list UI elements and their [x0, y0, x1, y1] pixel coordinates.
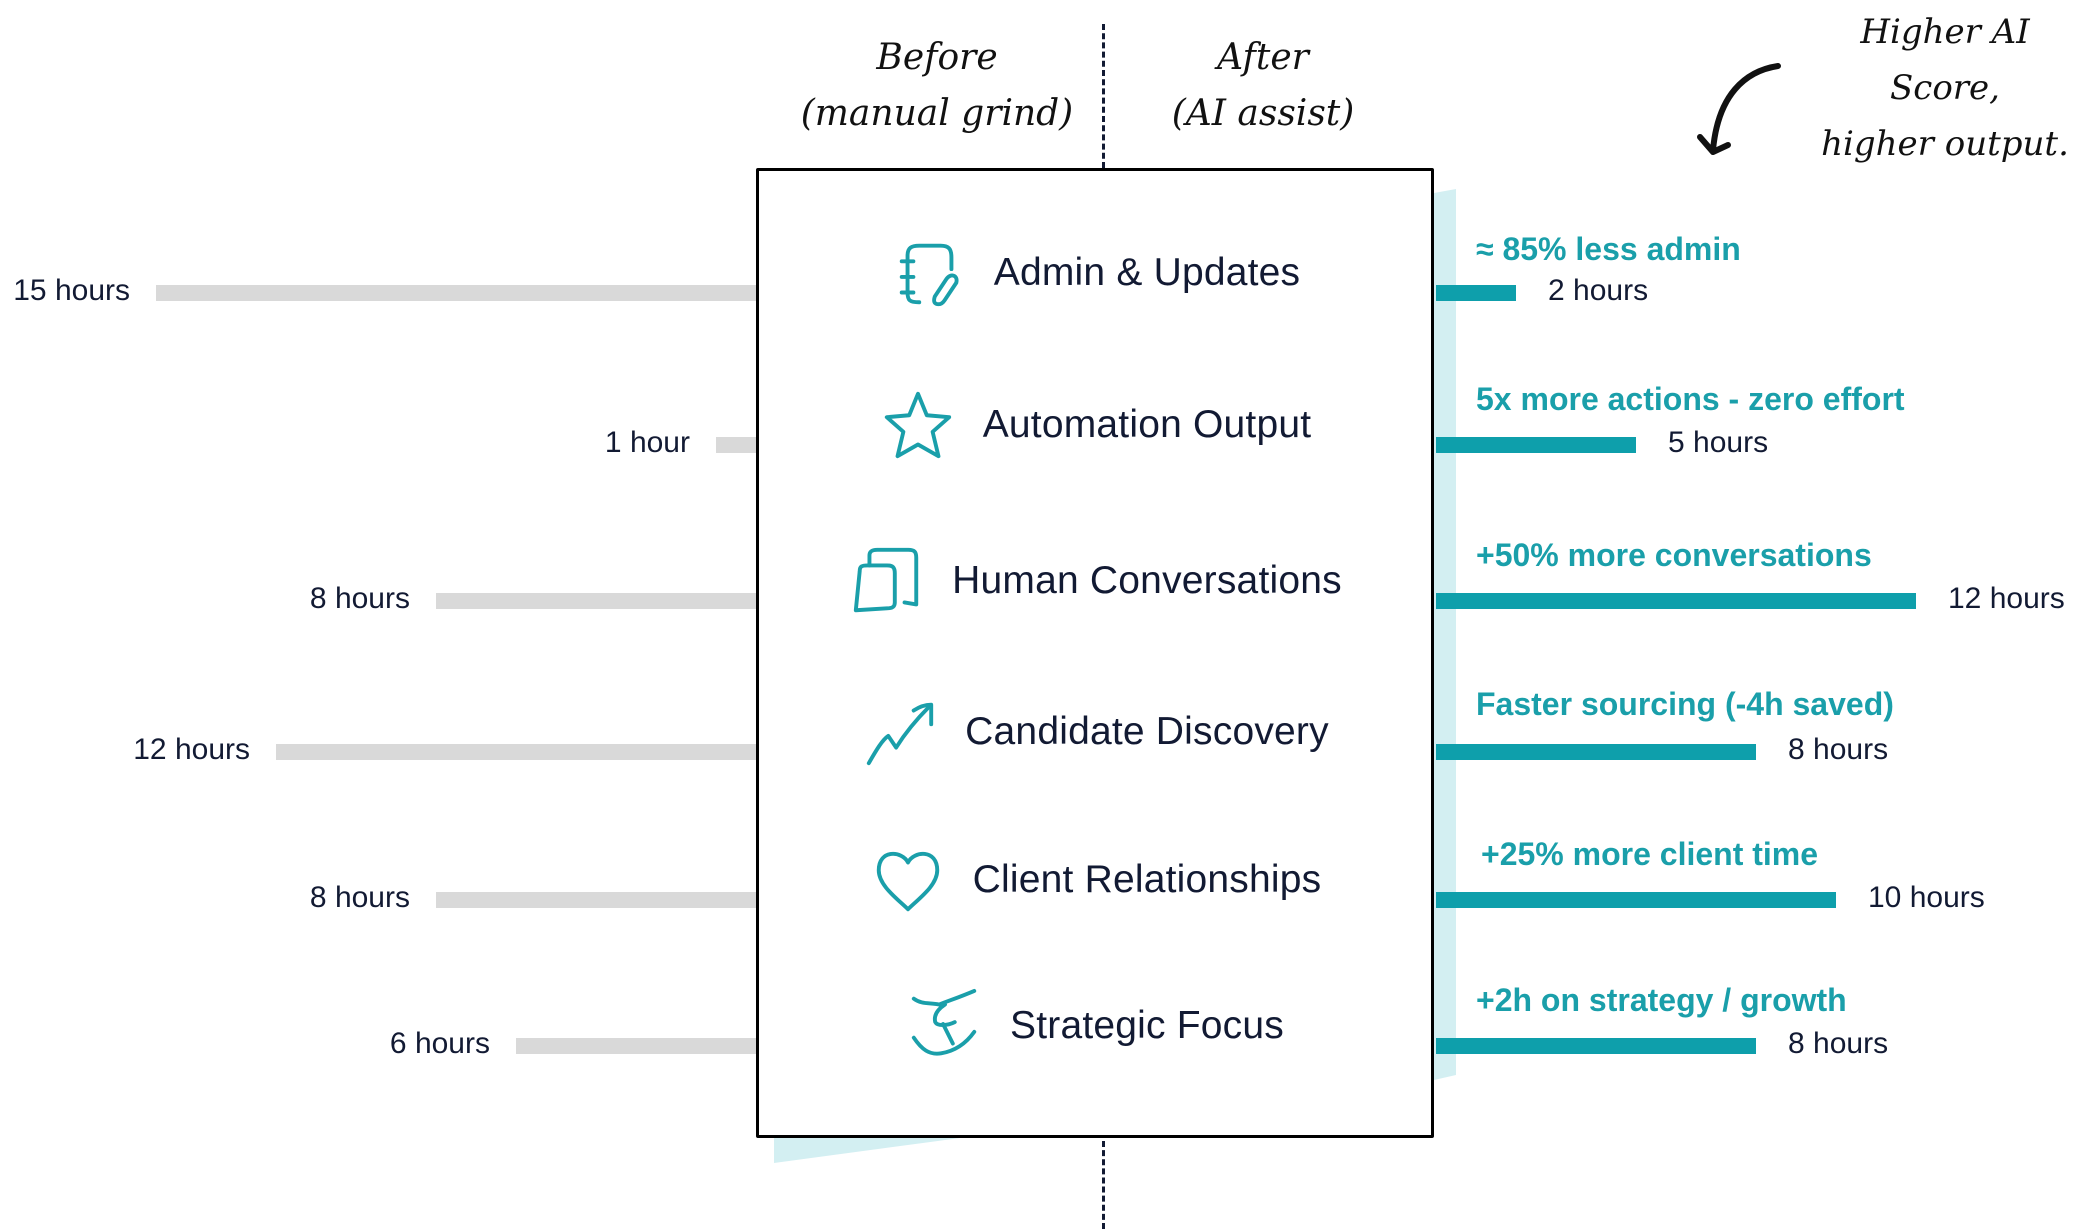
annotation-line-2: higher output.: [1821, 124, 2069, 164]
category-label: Human Conversations: [952, 559, 1342, 602]
callout-text: +50% more conversations: [1476, 537, 1872, 573]
category-label: Client Relationships: [972, 858, 1322, 901]
after-hours-label: 12 hours: [1948, 582, 2065, 615]
chat-bubbles-icon: [854, 547, 919, 613]
divider-dashed-top: [1102, 24, 1105, 168]
annotation-note: Higher AI Score, higher output.: [1800, 4, 2090, 172]
category-row-admin: Admin & Updates: [759, 233, 1431, 313]
before-hours-label: 8 hours: [309, 881, 410, 914]
before-hours-label: 8 hours: [309, 582, 410, 615]
after-subtitle: (AI assist): [1171, 93, 1355, 134]
box-shadow-right: [1434, 189, 1456, 1080]
callout-text: ≈ 85% less admin: [1476, 231, 1741, 267]
annotation-line-1: Higher AI Score,: [1860, 12, 2030, 108]
after-bar: [1436, 1038, 1756, 1054]
category-row-conversations: Human Conversations: [759, 541, 1431, 621]
after-hours-label: 2 hours: [1548, 274, 1649, 307]
before-subtitle: (manual grind): [800, 93, 1074, 134]
after-title: After: [1217, 37, 1309, 78]
star-icon: [884, 391, 951, 459]
categories-box: Admin & Updates Automation Output Human …: [756, 168, 1434, 1138]
category-row-discovery: Candidate Discovery: [759, 692, 1431, 772]
after-bar: [1436, 437, 1636, 453]
before-hours-label: 15 hours: [13, 274, 130, 307]
after-hours-label: 8 hours: [1788, 1027, 1889, 1060]
before-bar: [156, 285, 756, 301]
before-hours-label: 12 hours: [133, 733, 250, 766]
after-hours-label: 8 hours: [1788, 733, 1889, 766]
before-bar: [516, 1038, 756, 1054]
category-label: Admin & Updates: [993, 251, 1301, 294]
category-label: Strategic Focus: [1010, 1004, 1284, 1047]
before-bar: [276, 744, 756, 760]
handshake-icon: [911, 988, 977, 1056]
before-header: Before (manual grind): [787, 30, 1087, 142]
curved-arrow-down-icon: [1697, 63, 1781, 155]
callout-text: +25% more client time: [1481, 836, 1819, 872]
callout-text: +2h on strategy / growth: [1476, 982, 1847, 1018]
after-bar: [1436, 744, 1756, 760]
before-hours-label: 1 hour: [604, 426, 690, 459]
box-shadow-bottom: [774, 1138, 960, 1163]
callout-text: 5x more actions - zero effort: [1476, 381, 1905, 417]
category-label: Candidate Discovery: [965, 710, 1329, 753]
heart-icon: [876, 851, 939, 912]
callout-text: Faster sourcing (-4h saved): [1476, 686, 1894, 722]
category-label: Automation Output: [982, 403, 1312, 446]
trending-up-icon: [867, 702, 934, 766]
category-row-automation: Automation Output: [759, 385, 1431, 465]
before-hours-label: 6 hours: [389, 1027, 490, 1060]
before-bar: [436, 593, 756, 609]
notebook-pen-icon: [899, 243, 959, 307]
category-row-client: Client Relationships: [759, 840, 1431, 920]
after-bar: [1436, 285, 1516, 301]
after-hours-label: 10 hours: [1868, 881, 1985, 914]
divider-dashed-bottom: [1102, 1141, 1105, 1229]
after-bar: [1436, 892, 1836, 908]
after-hours-label: 5 hours: [1668, 426, 1769, 459]
before-bar: [436, 892, 756, 908]
after-header: After (AI assist): [1113, 30, 1413, 142]
category-row-strategic: Strategic Focus: [759, 986, 1431, 1066]
before-bar: [716, 437, 756, 453]
after-bar: [1436, 593, 1916, 609]
before-title: Before: [876, 37, 998, 78]
